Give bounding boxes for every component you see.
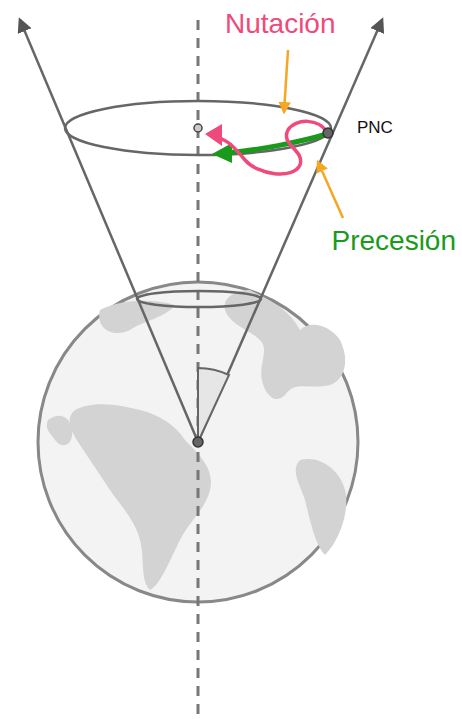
nutation-curve	[218, 121, 327, 174]
north-pole-dot	[323, 128, 333, 138]
earth-center	[193, 437, 203, 447]
leader-line	[318, 162, 343, 218]
continent	[70, 404, 211, 590]
continent	[47, 416, 73, 446]
precession-label: Precesión	[331, 227, 456, 255]
nutation-arrowhead	[205, 124, 222, 146]
precession-arrow	[226, 134, 327, 153]
leader-line	[284, 50, 288, 112]
precession-cone	[20, 20, 382, 442]
nutation-label: Nutación	[225, 10, 336, 38]
pole-label: PNC	[357, 119, 393, 136]
ecliptic-pole	[194, 124, 202, 132]
continent	[225, 290, 346, 399]
continent	[296, 459, 347, 555]
